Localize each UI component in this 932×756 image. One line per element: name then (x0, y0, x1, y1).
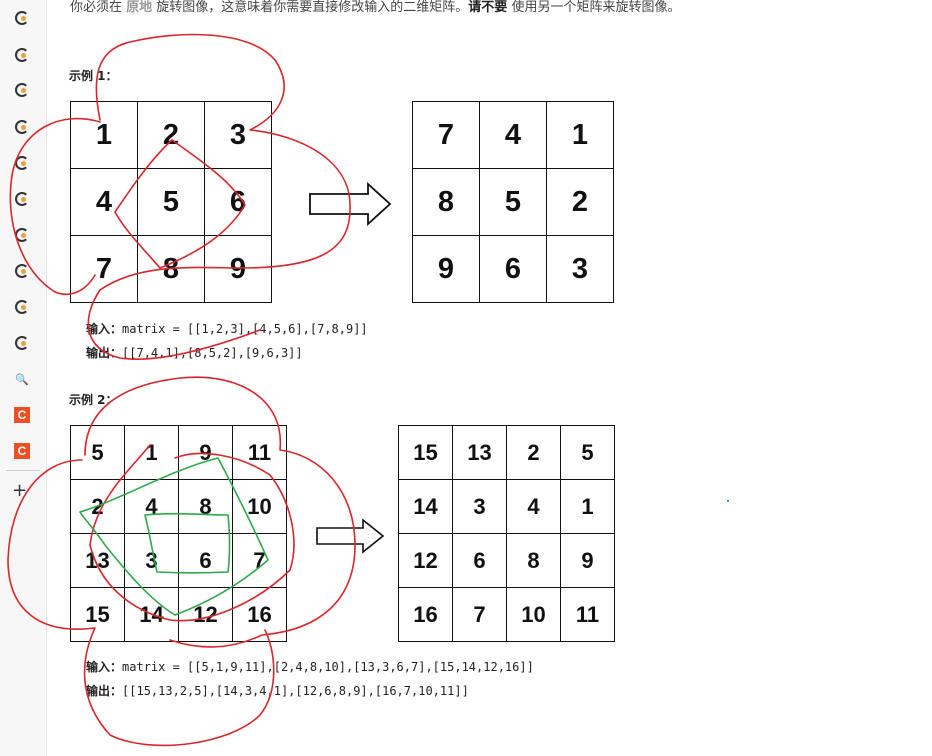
chrome-icon[interactable] (12, 80, 32, 100)
matrix-cell: 7 (412, 101, 480, 169)
matrix-cell: 16 (398, 587, 453, 642)
matrix-cell: 1 (546, 101, 614, 169)
example-2-input-line: 输入：matrix = [[5,1,9,11],[2,4,8,10],[13,3… (86, 658, 534, 675)
matrix-cell: 3 (124, 533, 179, 588)
input-label: 输入： (86, 660, 123, 674)
chrome-icon[interactable] (12, 189, 32, 209)
matrix-cell: 9 (178, 425, 233, 480)
matrix-cell: 11 (560, 587, 615, 642)
input-label: 输入： (86, 322, 123, 336)
matrix-cell: 16 (232, 587, 287, 642)
matrix-cell: 9 (204, 235, 272, 303)
matrix-cell: 8 (178, 479, 233, 534)
csdn-icon[interactable]: C (12, 405, 32, 425)
matrix-cell: 5 (137, 168, 205, 236)
matrix-cell: 7 (232, 533, 287, 588)
matrix-cell: 8 (506, 533, 561, 588)
matrix-cell: 12 (178, 587, 233, 642)
matrix-cell: 1 (124, 425, 179, 480)
matrix-cell: 2 (70, 479, 125, 534)
output-value: [[7,4,1],[8,5,2],[9,6,3]] (122, 346, 303, 360)
example-1-input-line: 输入：matrix = [[1,2,3],[4,5,6],[7,8,9]] (86, 320, 368, 337)
matrix-cell: 5 (70, 425, 125, 480)
input-value: matrix = [[1,2,3],[4,5,6],[7,8,9]] (122, 322, 368, 336)
matrix-cell: 5 (479, 168, 547, 236)
matrix-cell: 2 (137, 101, 205, 169)
bold-text: 请不要 (468, 0, 508, 15)
output-value: [[15,13,2,5],[14,3,4,1],[12,6,8,9],[16,7… (122, 684, 469, 698)
matrix-cell: 6 (479, 235, 547, 303)
matrix-cell: 4 (479, 101, 547, 169)
matrix-cell: 1 (560, 479, 615, 534)
example-1-title: 示例 1： (69, 69, 118, 83)
output-label: 输出： (86, 684, 123, 698)
matrix-cell: 11 (232, 425, 287, 480)
matrix-cell: 6 (178, 533, 233, 588)
chrome-icon[interactable] (12, 333, 32, 353)
search-icon[interactable]: 🔍 (15, 372, 29, 386)
problem-statement: 你必须在 原地 旋转图像，这意味着你需要直接修改输入的二维矩阵。请不要 使用另一… (70, 0, 681, 15)
matrix-cell: 9 (412, 235, 480, 303)
matrix-cell: 7 (70, 235, 138, 303)
matrix-cell: 13 (70, 533, 125, 588)
matrix-cell: 2 (546, 168, 614, 236)
input-value: matrix = [[5,1,9,11],[2,4,8,10],[13,3,6,… (122, 660, 534, 674)
matrix-cell: 14 (398, 479, 453, 534)
csdn-icon[interactable]: C (12, 441, 32, 461)
matrix-cell: 12 (398, 533, 453, 588)
right-arrow-icon (309, 182, 392, 226)
matrix-cell: 3 (204, 101, 272, 169)
add-icon[interactable]: + (12, 480, 28, 501)
matrix-cell: 9 (560, 533, 615, 588)
matrix-cell: 4 (124, 479, 179, 534)
matrix-cell: 3 (546, 235, 614, 303)
example-2-output-line: 输出：[[15,13,2,5],[14,3,4,1],[12,6,8,9],[1… (86, 682, 469, 699)
chrome-icon[interactable] (12, 297, 32, 317)
matrix-cell: 10 (506, 587, 561, 642)
sidebar-divider (6, 470, 40, 471)
matrix-cell: 5 (560, 425, 615, 480)
matrix-cell: 15 (70, 587, 125, 642)
highlight-text: 原地 (126, 0, 153, 15)
example-2-title: 示例 2： (69, 393, 118, 407)
matrix-cell: 3 (452, 479, 507, 534)
matrix-cell: 14 (124, 587, 179, 642)
example-1-output-line: 输出：[[7,4,1],[8,5,2],[9,6,3]] (86, 344, 303, 361)
matrix-cell: 1 (70, 101, 138, 169)
matrix-cell: 8 (412, 168, 480, 236)
chrome-icon[interactable] (12, 153, 32, 173)
chrome-icon[interactable] (12, 261, 32, 281)
matrix-cell: 6 (204, 168, 272, 236)
matrix-cell: 10 (232, 479, 287, 534)
stray-dot (727, 500, 729, 502)
matrix-cell: 4 (506, 479, 561, 534)
chrome-icon[interactable] (12, 117, 32, 137)
output-label: 输出： (86, 346, 123, 360)
matrix-cell: 8 (137, 235, 205, 303)
chrome-icon[interactable] (12, 8, 32, 28)
sidebar: 🔍 C C + (0, 0, 47, 756)
chrome-icon[interactable] (12, 225, 32, 245)
matrix-cell: 15 (398, 425, 453, 480)
matrix-cell: 4 (70, 168, 138, 236)
matrix-cell: 7 (452, 587, 507, 642)
right-arrow-icon (316, 518, 385, 554)
matrix-cell: 2 (506, 425, 561, 480)
matrix-cell: 13 (452, 425, 507, 480)
chrome-icon[interactable] (12, 45, 32, 65)
matrix-cell: 6 (452, 533, 507, 588)
